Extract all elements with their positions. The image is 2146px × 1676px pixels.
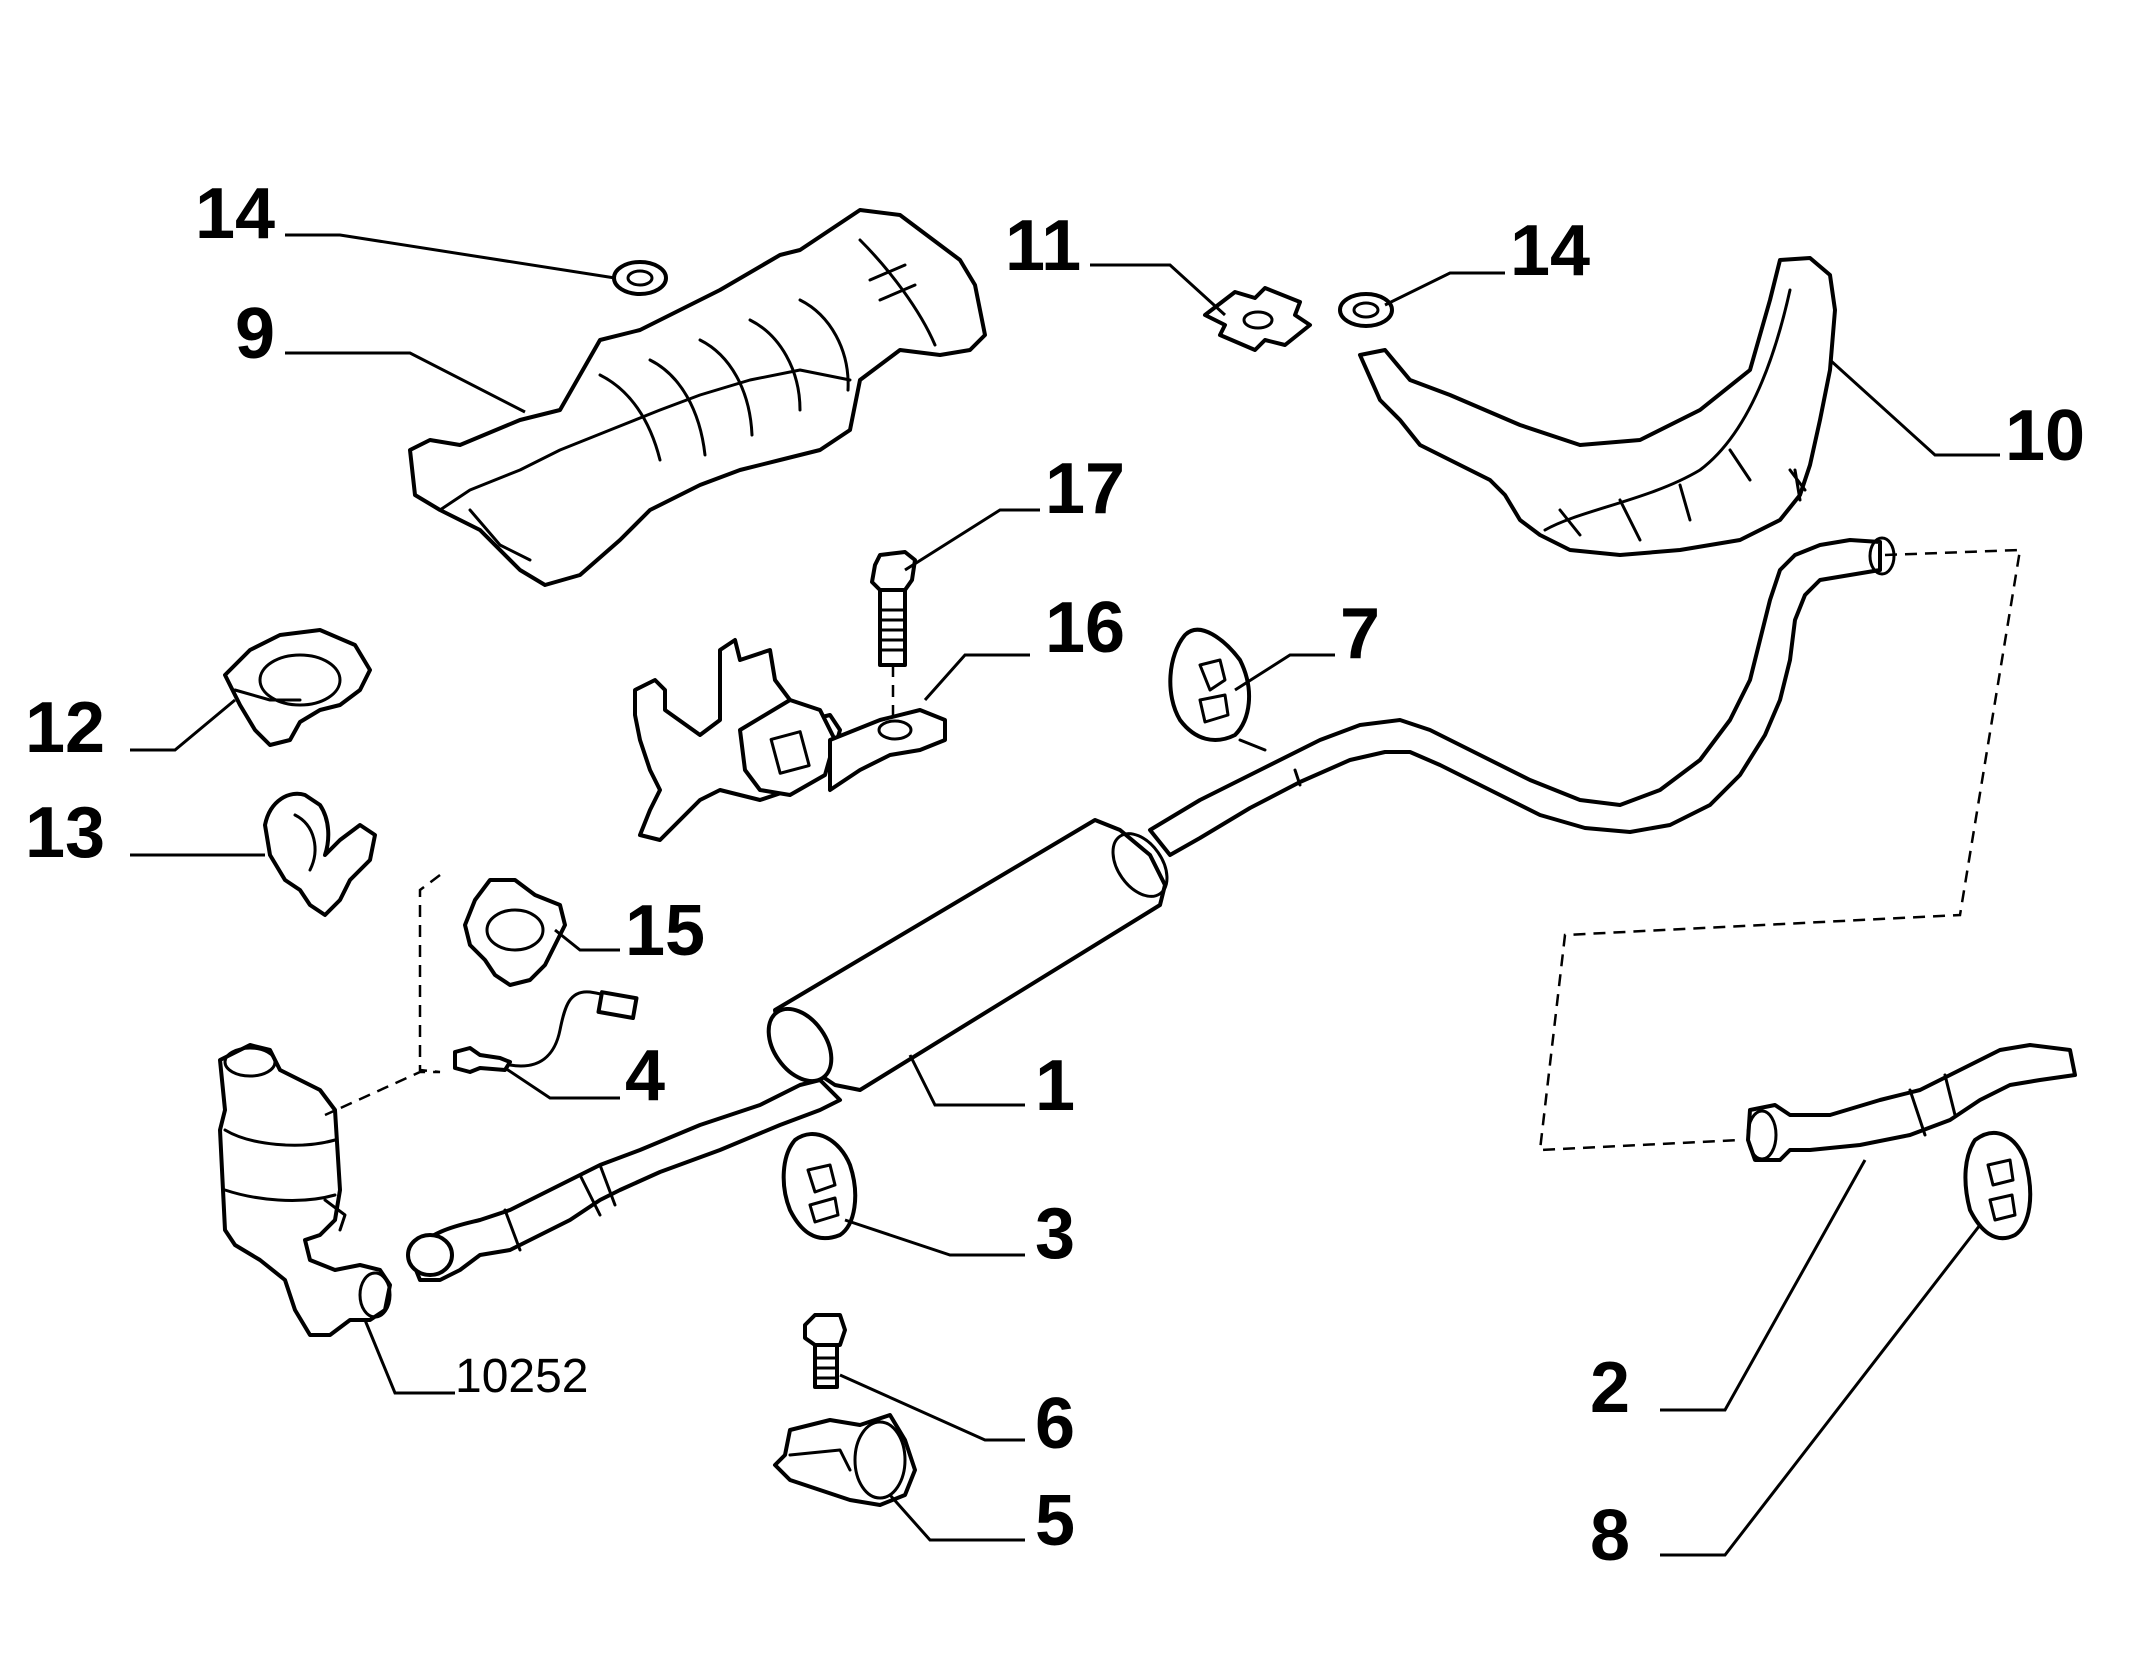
leader-14b <box>1384 271 1505 307</box>
pipe-clamp-12 <box>223 628 372 747</box>
leader-12 <box>130 698 236 752</box>
leader-14a <box>285 233 616 280</box>
callout-12: 12 <box>25 688 105 768</box>
leader-15 <box>554 928 620 952</box>
bracket-plate-11 <box>1203 286 1312 352</box>
callout-4: 4 <box>625 1036 665 1116</box>
leader-3 <box>844 1218 1025 1257</box>
leader-2 <box>1660 1159 1867 1412</box>
callout-14-left: 14 <box>195 174 275 254</box>
callout-10: 10 <box>2005 396 2085 476</box>
pipe-clamp-15 <box>463 878 567 987</box>
bracket-16 <box>633 638 947 842</box>
callout-13: 13 <box>25 793 105 873</box>
leader-6 <box>839 1373 1025 1442</box>
callout-5: 5 <box>1035 1481 1075 1561</box>
rubber-hanger-8 <box>1963 1130 2033 1241</box>
bolt-6 <box>803 1313 847 1389</box>
clip-washer-14-left <box>612 260 668 296</box>
leader-11 <box>1090 263 1227 317</box>
callout-16: 16 <box>1045 588 1125 668</box>
assembly-line-front <box>324 874 441 1117</box>
callout-3: 3 <box>1035 1194 1075 1274</box>
rear-heat-shield-10 <box>1358 256 1837 557</box>
callout-2: 2 <box>1590 1348 1630 1428</box>
leader-7 <box>1234 653 1335 692</box>
muffler-pipe-1 <box>406 536 1896 1282</box>
leader-17 <box>904 508 1040 572</box>
bolt-17 <box>870 550 917 730</box>
clamp-sleeve-5 <box>773 1413 917 1507</box>
pipe-clamp-13 <box>263 791 377 917</box>
leader-9 <box>285 351 526 414</box>
callout-9: 9 <box>235 294 275 374</box>
leader-1 <box>908 1054 1025 1107</box>
leader-10252 <box>363 1319 455 1395</box>
callout-6: 6 <box>1035 1384 1075 1464</box>
leader-8 <box>1660 1224 1982 1557</box>
tail-pipe-2 <box>1746 1043 2077 1162</box>
catalytic-converter-10252 <box>218 1043 392 1337</box>
callout-8: 8 <box>1590 1496 1630 1576</box>
callout-15: 15 <box>625 891 705 971</box>
callout-7: 7 <box>1340 594 1380 674</box>
callout-14-right: 14 <box>1510 211 1590 291</box>
rubber-hanger-3 <box>781 1132 858 1241</box>
rubber-hanger-7 <box>1168 627 1252 742</box>
leader-5 <box>888 1494 1025 1542</box>
callout-17: 17 <box>1045 449 1125 529</box>
oxygen-sensor-4 <box>453 990 639 1074</box>
heat-shield-9 <box>408 208 987 587</box>
callout-1: 1 <box>1035 1046 1075 1126</box>
clip-washer-14-right <box>1338 292 1394 328</box>
leader-16 <box>923 653 1030 701</box>
callout-11: 11 <box>1005 206 1081 286</box>
assembly-line-rear <box>1538 548 2022 1152</box>
reference-code-10252: 10252 <box>455 1350 588 1403</box>
leader-4 <box>504 1066 620 1100</box>
leader-lines <box>130 233 2000 1557</box>
leader-10 <box>1828 358 2000 457</box>
